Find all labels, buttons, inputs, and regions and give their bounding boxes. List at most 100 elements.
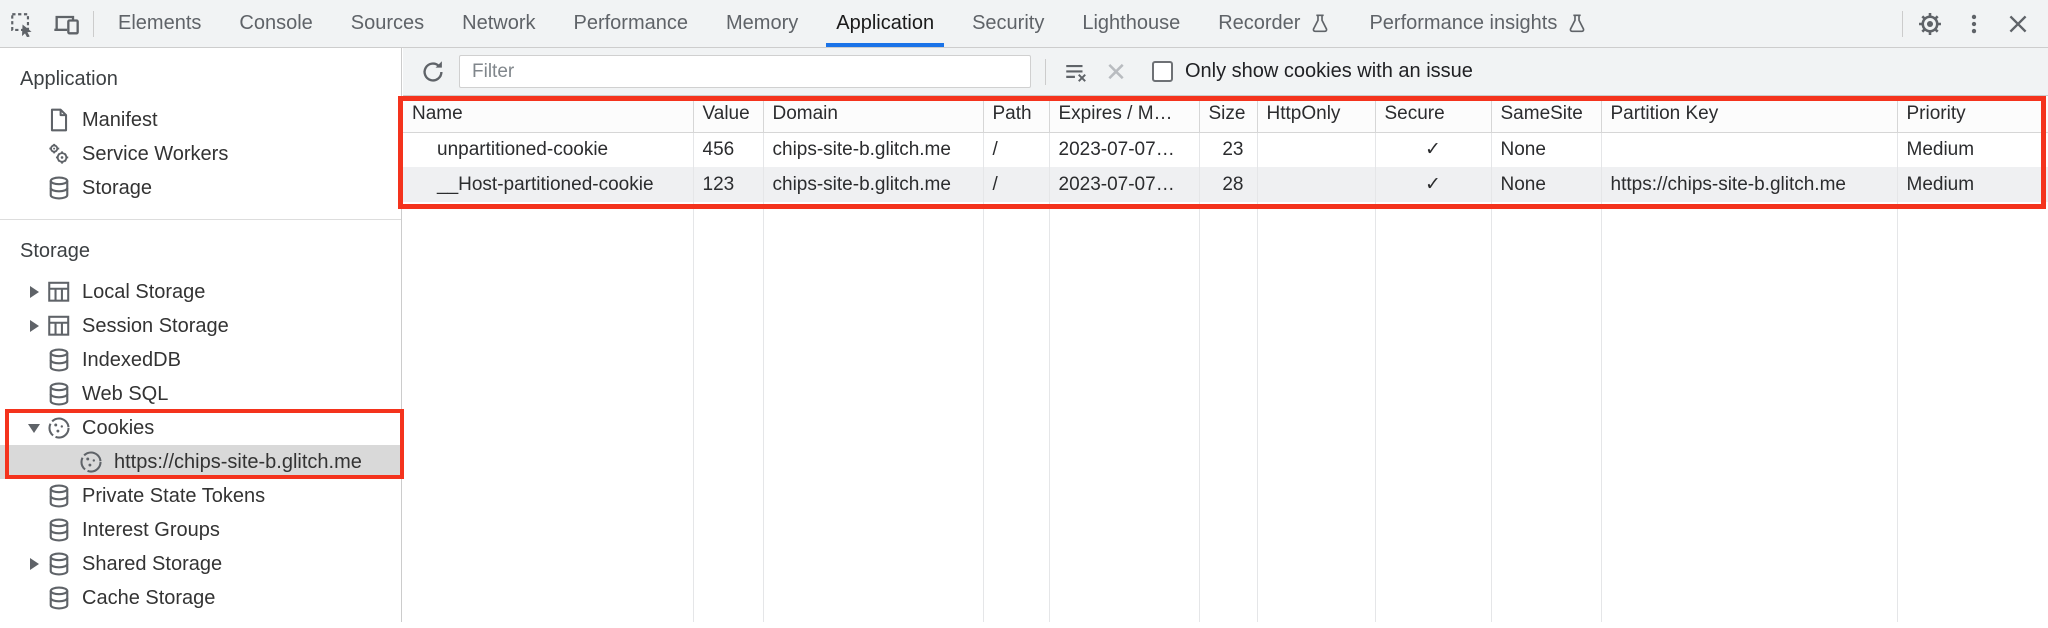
cookie-row-host-partitioned[interactable]: __Host-partitioned-cookie 123 chips-site… bbox=[403, 167, 2048, 202]
cell-name: __Host-partitioned-cookie bbox=[403, 167, 694, 202]
cell-partition-key: https://chips-site-b.glitch.me bbox=[1601, 167, 1898, 202]
tab-label: Recorder bbox=[1218, 12, 1301, 34]
column-header-httponly[interactable]: HttpOnly bbox=[1257, 96, 1376, 133]
cell-size: 28 bbox=[1199, 167, 1258, 202]
table-empty-area bbox=[403, 202, 2048, 622]
cell-priority: Medium bbox=[1897, 132, 2048, 167]
sidebar-item-cookies-chips-site-b[interactable]: https://chips-site-b.glitch.me bbox=[0, 445, 401, 479]
sidebar-item-service-workers[interactable]: Service Workers bbox=[0, 137, 401, 171]
cookies-toolbar: ✕ Only show cookies with an issue bbox=[403, 48, 2048, 96]
disclosure-triangle-icon[interactable] bbox=[28, 423, 40, 433]
sidebar-item-session-storage[interactable]: Session Storage bbox=[0, 309, 401, 343]
column-header-value[interactable]: Value bbox=[693, 96, 764, 133]
cell-value: 456 bbox=[693, 132, 764, 167]
sidebar-item-label: Local Storage bbox=[82, 280, 206, 303]
tabbar-divider bbox=[93, 10, 94, 37]
cell-secure: ✓ bbox=[1375, 132, 1492, 167]
sidebar-section-application: Application Manifest bbox=[0, 48, 401, 220]
cell-expires: 2023-07-07… bbox=[1049, 132, 1200, 167]
sidebar-item-label: IndexedDB bbox=[82, 348, 181, 371]
tab-elements[interactable]: Elements bbox=[118, 12, 202, 34]
tab-application[interactable]: Application bbox=[817, 0, 953, 47]
sidebar-item-cache-storage[interactable]: Cache Storage bbox=[0, 581, 401, 615]
cell-secure: ✓ bbox=[1375, 167, 1492, 202]
disclosure-triangle-icon[interactable] bbox=[29, 286, 39, 298]
database-icon bbox=[46, 483, 72, 509]
column-header-path[interactable]: Path bbox=[983, 96, 1050, 133]
inspect-element-button[interactable] bbox=[0, 2, 44, 46]
application-sidebar: Application Manifest bbox=[0, 48, 402, 622]
sidebar-item-label: Private State Tokens bbox=[82, 484, 266, 507]
filter-input[interactable] bbox=[459, 55, 1031, 88]
sidebar-item-interest-groups[interactable]: Interest Groups bbox=[0, 513, 401, 547]
delete-selected-button[interactable]: ✕ bbox=[1096, 52, 1136, 92]
column-header-samesite[interactable]: SameSite bbox=[1491, 96, 1602, 133]
cookie-icon bbox=[46, 415, 72, 441]
tab-sources[interactable]: Sources bbox=[350, 12, 425, 34]
settings-gear-icon bbox=[1916, 10, 1944, 38]
sidebar-item-shared-storage[interactable]: Shared Storage bbox=[0, 547, 401, 581]
tab-label: Performance insights bbox=[1369, 12, 1558, 34]
disclosure-triangle-icon[interactable] bbox=[29, 320, 39, 332]
sidebar-item-local-storage[interactable]: Local Storage bbox=[0, 275, 401, 309]
sidebar-item-manifest[interactable]: Manifest bbox=[0, 103, 401, 137]
tab-performance[interactable]: Performance bbox=[573, 12, 689, 34]
cell-priority: Medium bbox=[1897, 167, 2048, 202]
tab-network[interactable]: Network bbox=[462, 12, 536, 34]
refresh-button[interactable] bbox=[413, 52, 453, 92]
cell-value: 123 bbox=[693, 167, 764, 202]
sidebar-item-web-sql[interactable]: Web SQL bbox=[0, 377, 401, 411]
column-header-domain[interactable]: Domain bbox=[763, 96, 984, 133]
column-header-priority[interactable]: Priority bbox=[1897, 96, 2048, 133]
tab-security[interactable]: Security bbox=[972, 12, 1045, 34]
tab-console[interactable]: Console bbox=[239, 12, 313, 34]
cell-expires: 2023-07-07… bbox=[1049, 167, 1200, 202]
sidebar-item-label: Cookies bbox=[82, 416, 155, 439]
column-header-partition-key[interactable]: Partition Key bbox=[1601, 96, 1898, 133]
close-devtools-button[interactable] bbox=[1996, 2, 2040, 46]
sidebar-item-label: Cache Storage bbox=[82, 586, 216, 609]
only-issue-label[interactable]: Only show cookies with an issue bbox=[1185, 60, 1473, 82]
tab-performance-insights[interactable]: Performance insights bbox=[1350, 0, 1607, 47]
application-panel: Application Manifest bbox=[0, 48, 2048, 622]
panel-tabs: Elements Console Sources Network Perform… bbox=[99, 0, 1607, 47]
sidebar-item-label: Interest Groups bbox=[82, 518, 220, 541]
sidebar-item-private-state-tokens[interactable]: Private State Tokens bbox=[0, 479, 401, 513]
sidebar-item-cookies[interactable]: Cookies bbox=[0, 411, 401, 445]
sidebar-item-storage[interactable]: Storage bbox=[0, 171, 401, 205]
cell-domain: chips-site-b.glitch.me bbox=[763, 167, 984, 202]
sidebar-item-indexeddb[interactable]: IndexedDB bbox=[0, 343, 401, 377]
more-options-button[interactable] bbox=[1952, 2, 1996, 46]
delete-icon: ✕ bbox=[1105, 56, 1127, 87]
sidebar-item-label: Session Storage bbox=[82, 314, 229, 337]
database-icon bbox=[46, 551, 72, 577]
table-icon bbox=[46, 313, 72, 339]
column-header-size[interactable]: Size bbox=[1199, 96, 1258, 133]
clear-all-cookies-button[interactable] bbox=[1056, 52, 1096, 92]
section-title-application: Application bbox=[20, 68, 118, 90]
column-header-expires[interactable]: Expires / M… bbox=[1049, 96, 1200, 133]
sidebar-section-storage: Storage Local Storage Session Storage bbox=[0, 220, 401, 622]
inspect-icon bbox=[9, 11, 35, 37]
cell-partition-key bbox=[1601, 132, 1898, 167]
column-header-name[interactable]: Name bbox=[403, 96, 694, 133]
flask-icon bbox=[1566, 13, 1588, 35]
column-header-secure[interactable]: Secure bbox=[1375, 96, 1492, 133]
device-toolbar-button[interactable] bbox=[44, 2, 88, 46]
settings-button[interactable] bbox=[1908, 2, 1952, 46]
tab-memory[interactable]: Memory bbox=[726, 12, 799, 34]
cookie-icon bbox=[78, 449, 104, 475]
only-issue-checkbox[interactable] bbox=[1152, 61, 1173, 82]
sidebar-item-label: Manifest bbox=[82, 108, 158, 131]
tab-recorder[interactable]: Recorder bbox=[1199, 0, 1350, 47]
sidebar-item-label: Shared Storage bbox=[82, 552, 223, 575]
kebab-menu-icon bbox=[1961, 11, 1987, 37]
database-icon bbox=[46, 517, 72, 543]
section-title-storage: Storage bbox=[20, 240, 91, 262]
tab-lighthouse[interactable]: Lighthouse bbox=[1082, 12, 1181, 34]
disclosure-triangle-icon[interactable] bbox=[29, 558, 39, 570]
cell-name: unpartitioned-cookie bbox=[403, 132, 694, 167]
service-workers-gears-icon bbox=[46, 141, 72, 167]
device-toolbar-icon bbox=[52, 10, 80, 38]
cookie-row-unpartitioned[interactable]: unpartitioned-cookie 456 chips-site-b.gl… bbox=[403, 132, 2048, 167]
